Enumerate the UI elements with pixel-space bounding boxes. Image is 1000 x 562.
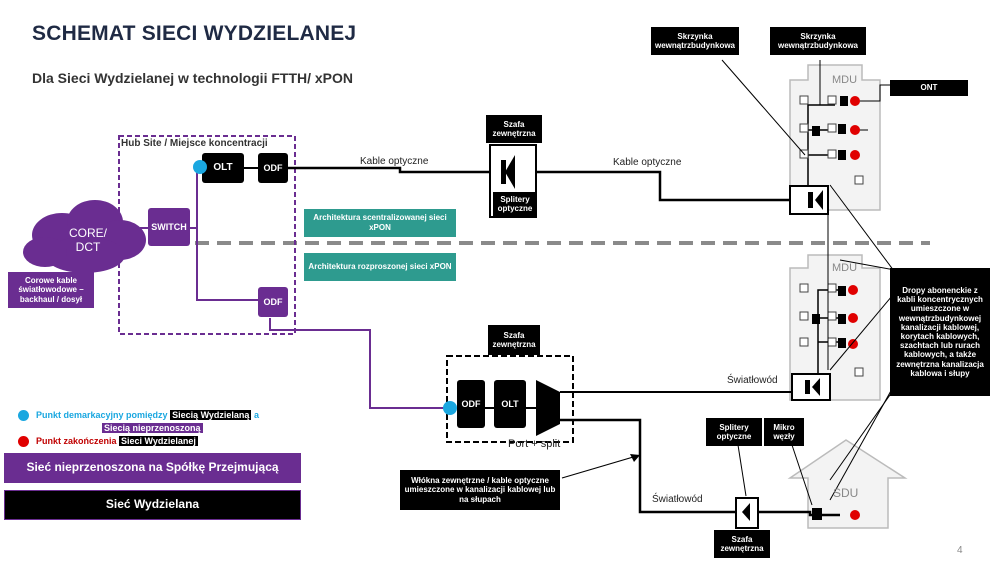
splitters-top-label: Splitery optyczne (493, 192, 537, 216)
hub-label: Hub Site / Miejsce koncentracji (121, 138, 268, 149)
odf-hub-bottom: ODF (258, 287, 288, 317)
legend-demarc-line2: Siecią nieprzenoszoną (102, 423, 203, 433)
page-subtitle: Dla Sieci Wydzielanej w technologii FTTH… (32, 70, 354, 86)
legend-end: Punkt zakończenia Sieci Wydzielanej (36, 436, 198, 446)
switch-odf-link (196, 228, 262, 301)
page-title: SCHEMAT SIECI WYDZIELANEJ (32, 22, 357, 45)
legend-end-tag: Sieci Wydzielanej (119, 436, 198, 446)
architecture-distributed: Architektura rozproszonej sieci xPON (304, 253, 456, 281)
demarc-point-cabinet (443, 401, 457, 415)
sdu-label: SDU (833, 486, 859, 500)
olt-cabinet: OLT (494, 380, 526, 428)
ont-label: ONT (890, 80, 968, 96)
mdu-top-label: MDU (832, 74, 858, 86)
port-split-label: Port + split (508, 438, 561, 450)
switch: SWITCH (148, 208, 190, 246)
legend-demarc-tag1: Siecią Wydzielaną (170, 410, 252, 420)
cabinet-sdu-label: Szafa zewnętrzna (714, 530, 770, 558)
annotation-lines (561, 59, 898, 506)
page-number: 4 (957, 545, 963, 556)
mdu-bottom-label: MDU (832, 262, 858, 274)
fibers-note: Włókna zewnętrzne / kable optyczne umies… (400, 470, 560, 510)
micro-nodes-label: Mikro węzły (764, 418, 804, 446)
legend-purple-bar: Sieć nieprzenoszona na Spółkę Przejmując… (4, 453, 301, 483)
fiber-label-sdu: Światłowód (652, 494, 703, 505)
port-split-icon (536, 380, 560, 436)
splitter-icon-top (505, 155, 515, 189)
building-box-label-right: Skrzynka wewnątrzbudynkowa (770, 27, 866, 55)
top-fiber-left (288, 166, 495, 174)
odf-hub-top: ODF (258, 153, 288, 183)
olt-hub: OLT (202, 153, 244, 183)
odf-cabinet-link (269, 318, 446, 409)
legend-demarc-and: a (253, 410, 259, 420)
odf-cabinet: ODF (457, 380, 485, 428)
sdu-house (787, 439, 908, 529)
legend-black-bar: Sieć Wydzielana (4, 490, 301, 520)
fiber-to-sdu-cabinet (560, 418, 738, 514)
cable-label-left: Kable optyczne (360, 156, 429, 167)
cabinet-top-label: Szafa zewnętrzna (486, 115, 542, 143)
end-point-sdu (850, 510, 860, 520)
cabinet-bottom-label: Szafa zewnętrzna (488, 325, 540, 355)
core-label: CORE/ DCT (68, 226, 107, 255)
building-box-label-left: Skrzynka wewnątrzbudynkowa (651, 27, 739, 55)
legend-demarc-prefix: Punkt demarkacyjny pomiędzy (36, 410, 168, 420)
core-cloud (23, 200, 146, 273)
fiber-label-mdu: Światłowód (727, 375, 778, 386)
fiber-to-sdu (752, 510, 840, 517)
core-note: Corowe kable światłowodowe – backhaul / … (8, 272, 94, 308)
building-box-bottom (791, 373, 831, 401)
legend-end-dot (18, 436, 29, 447)
cable-label-right: Kable optyczne (613, 157, 682, 168)
end-points-mdu-top (850, 96, 860, 160)
top-fiber-right (520, 170, 790, 202)
splitters-bottom-label: Splitery optyczne (706, 418, 762, 446)
legend-end-prefix: Punkt zakończenia (36, 436, 117, 446)
architecture-centralized: Architektura scentralizowanej sieci xPON (304, 209, 456, 237)
drops-note: Dropy abonenckie z kabli koncentrycznych… (890, 268, 990, 396)
end-points-mdu-bottom (848, 285, 858, 349)
legend-demarc: Punkt demarkacyjny pomiędzy Siecią Wydzi… (36, 410, 259, 420)
legend-demarc-dot (18, 410, 29, 421)
demarc-point-hub (193, 160, 207, 174)
legend-demarc-tag2: Siecią nieprzenoszoną (102, 423, 203, 433)
